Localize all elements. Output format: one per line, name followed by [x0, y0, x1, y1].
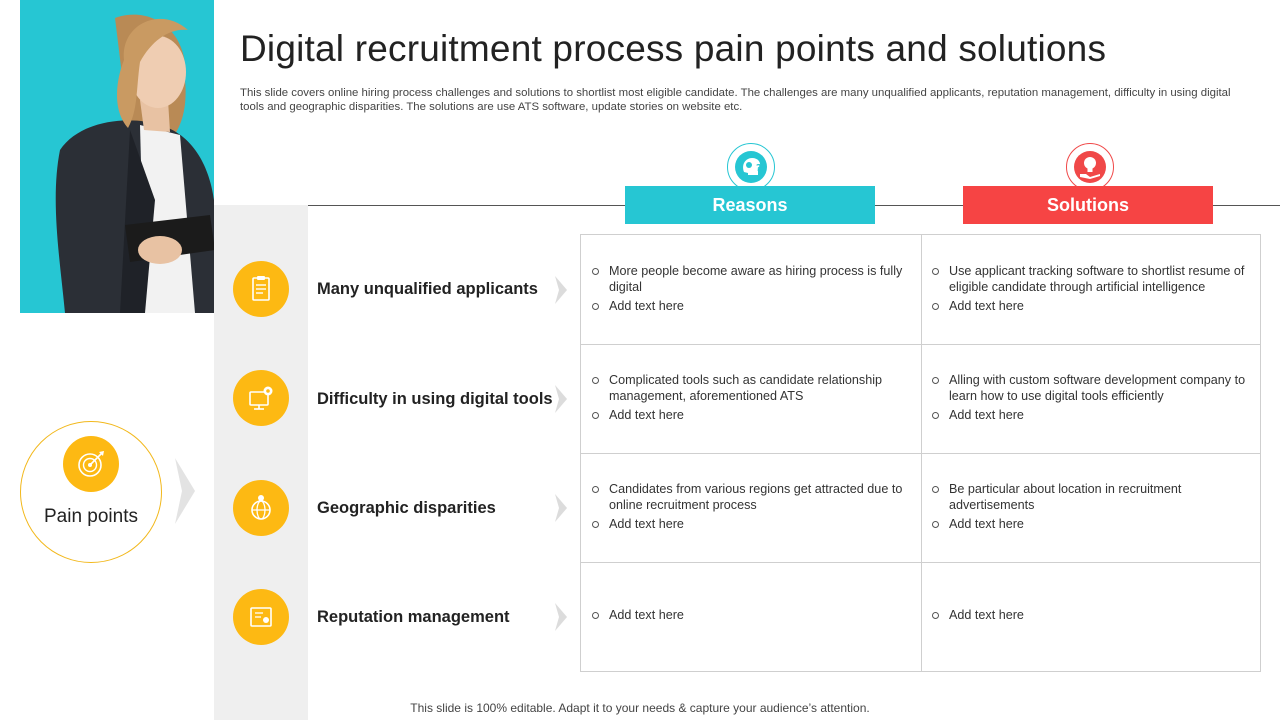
solutions-bullet: Use applicant tracking software to short…: [930, 263, 1252, 295]
chevron-right-icon: [555, 276, 567, 304]
solutions-header: Solutions: [963, 186, 1213, 224]
reasons-bullet: Add text here: [590, 516, 912, 532]
document-icon: [233, 261, 289, 317]
chevron-right-icon: [555, 603, 567, 631]
reasons-cell-4: Add text here: [590, 562, 912, 671]
row-divider: [581, 453, 1260, 454]
row-divider: [581, 562, 1260, 563]
reasons-bullet: Complicated tools such as candidate rela…: [590, 372, 912, 404]
solutions-bullet: Add text here: [930, 516, 1252, 532]
certificate-icon: [233, 589, 289, 645]
reasons-bullet: Add text here: [590, 298, 912, 314]
page-title: Digital recruitment process pain points …: [240, 28, 1107, 69]
solutions-cell-3: Be particular about location in recruitm…: [930, 453, 1252, 562]
solutions-bullet: Add text here: [930, 407, 1252, 423]
chevron-right-icon: [555, 385, 567, 413]
solutions-bullet: Be particular about location in recruitm…: [930, 481, 1252, 513]
photo-background: [20, 0, 214, 313]
reasons-bullet: More people become aware as hiring proce…: [590, 263, 912, 295]
pain-points-badge: Pain points: [20, 421, 162, 563]
pain-point-label-1: Many unqualified applicants: [317, 280, 538, 298]
chevron-right-icon: [175, 458, 195, 524]
pain-point-label-3: Geographic disparities: [317, 499, 496, 517]
pain-point-label-2: Difficulty in using digital tools: [317, 390, 553, 408]
chevron-right-icon: [555, 494, 567, 522]
pain-points-label: Pain points: [43, 506, 138, 527]
lightbulb-hand-icon: [1074, 151, 1106, 183]
page-subtitle: This slide covers online hiring process …: [240, 87, 1231, 113]
reasons-bullet: Add text here: [590, 407, 912, 423]
reasons-head-icon: ?: [727, 143, 775, 191]
svg-text:?: ?: [756, 163, 762, 174]
reasons-header: Reasons: [625, 186, 875, 224]
reasons-cell-2: Complicated tools such as candidate rela…: [590, 344, 912, 453]
reasons-bullet: Add text here: [590, 607, 912, 623]
head-question-icon: ?: [735, 151, 767, 183]
globe-pin-icon: [233, 480, 289, 536]
reasons-solutions-table: More people become aware as hiring proce…: [580, 234, 1261, 672]
reasons-bullet: Candidates from various regions get attr…: [590, 481, 912, 513]
monitor-gear-icon: [233, 370, 289, 426]
reasons-cell-3: Candidates from various regions get attr…: [590, 453, 912, 562]
solutions-head-icon: [1066, 143, 1114, 191]
solutions-bullet: Alling with custom software development …: [930, 372, 1252, 404]
businesswoman-photo: [55, 14, 214, 313]
row-divider: [581, 344, 1260, 345]
pain-point-label-4: Reputation management: [317, 608, 510, 626]
solutions-cell-2: Alling with custom software development …: [930, 344, 1252, 453]
solutions-cell-1: Use applicant tracking software to short…: [930, 235, 1252, 344]
footer-note: This slide is 100% editable. Adapt it to…: [410, 701, 870, 715]
solutions-bullet: Add text here: [930, 298, 1252, 314]
reasons-cell-1: More people become aware as hiring proce…: [590, 235, 912, 344]
target-icon: [63, 436, 119, 492]
solutions-cell-4: Add text here: [930, 562, 1252, 671]
solutions-bullet: Add text here: [930, 607, 1252, 623]
